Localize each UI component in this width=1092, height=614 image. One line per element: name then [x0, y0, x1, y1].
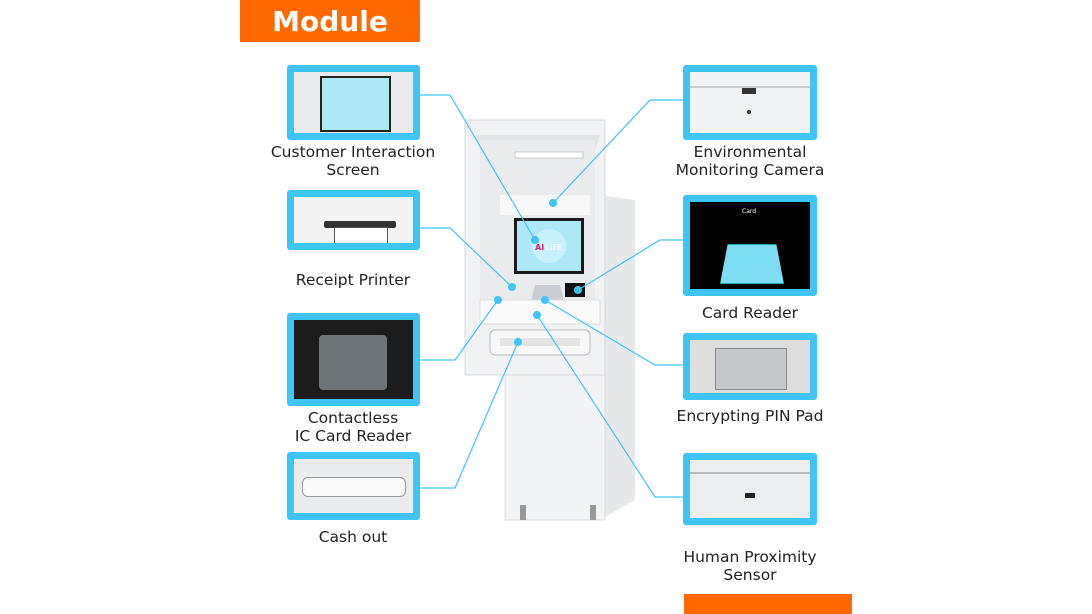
- screen-logo-ai: AI: [535, 243, 544, 252]
- label-receipt-printer: Receipt Printer: [295, 271, 411, 289]
- label-card-reader: Card Reader: [701, 304, 799, 322]
- connector-lines: [420, 94, 683, 498]
- atm-illustration: AI LIFE: [464, 119, 635, 521]
- receipt-printer-image: [287, 190, 420, 250]
- module-title-banner: Module: [240, 0, 420, 42]
- card-caption: Card: [742, 208, 757, 215]
- cash-out-image: [287, 452, 420, 520]
- pin-pad-image: [683, 333, 817, 400]
- camera-image: [683, 65, 817, 140]
- connector-dots: [494, 199, 582, 346]
- label-encrypting-pin-pad: Encrypting PIN Pad: [676, 407, 824, 425]
- screen-logo-life: LIFE: [546, 243, 562, 252]
- card-reader-image: Card: [683, 195, 817, 296]
- contactless-reader-image: [287, 313, 420, 406]
- customer-screen-image: [287, 65, 420, 140]
- footer-bar: [684, 594, 852, 614]
- proximity-sensor-image: [683, 453, 817, 525]
- label-cash-out: Cash out: [318, 528, 388, 546]
